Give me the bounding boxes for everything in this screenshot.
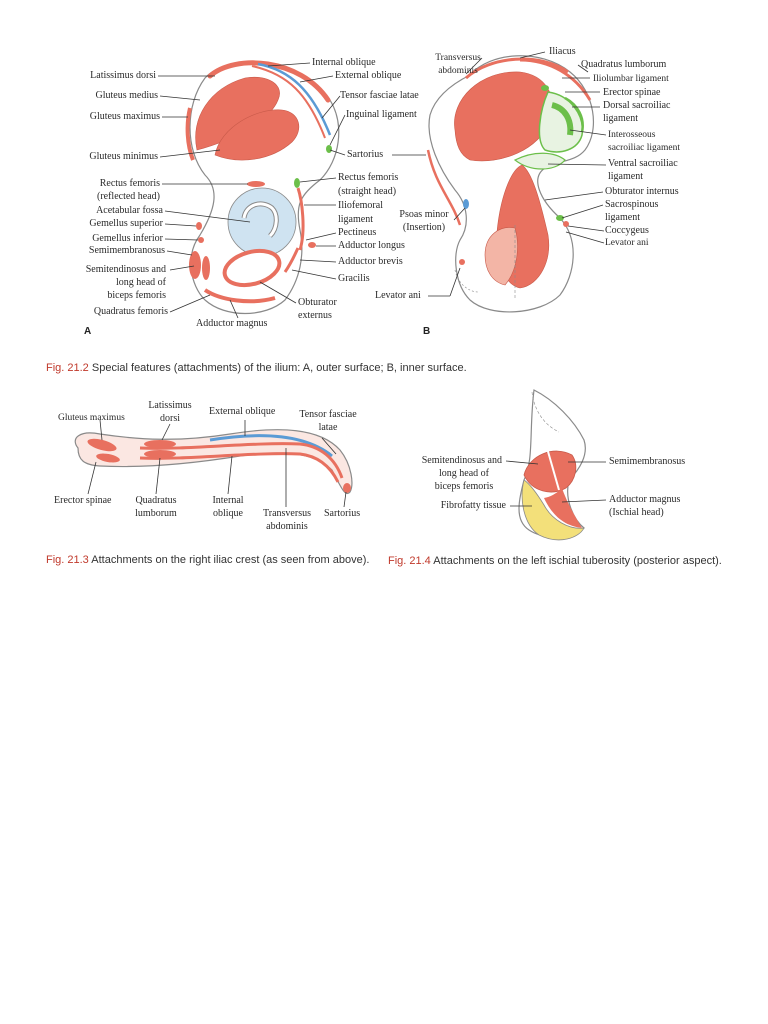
iliac-crest-from-above xyxy=(74,429,353,494)
label-iliolumbar-ligament: Iliolumbar ligament xyxy=(593,74,669,84)
label-external-oblique: External oblique xyxy=(335,70,402,81)
label-ventral-sacroiliac: Ventral sacroiliac xyxy=(608,158,678,169)
figure-21-2-drawing xyxy=(158,51,607,319)
label-adductor-longus: Adductor longus xyxy=(338,240,405,251)
ischial-tuberosity xyxy=(518,389,586,541)
label-gluteus-minimus: Gluteus minimus xyxy=(89,151,158,162)
label-interosseous: Interosseous xyxy=(608,130,656,140)
label-isch-semimembranosus: Semimembranosus xyxy=(609,456,686,467)
hip-bone-outer-surface xyxy=(185,60,340,315)
label-crest-transversus-abdominis: abdominis xyxy=(266,521,308,532)
figure-21-4: Semitendinosus and long head of biceps f… xyxy=(384,380,768,590)
label-crest-erector-spinae: Erector spinae xyxy=(54,495,112,506)
label-erector-spinae-b: Erector spinae xyxy=(603,87,661,98)
caption-fig-21-3-number: Fig. 21.3 xyxy=(46,554,89,566)
figure-21-2: Latissimus dorsi Gluteus medius Gluteus … xyxy=(0,0,768,380)
label-psoas-minor-insertion: (Insertion) xyxy=(402,222,446,233)
label-crest-quadratus-lumborum: lumborum xyxy=(135,508,177,519)
caption-fig-21-2-text: Special features (attachments) of the il… xyxy=(91,362,467,374)
figure-21-3-drawing xyxy=(74,419,353,508)
hip-bone-inner-surface xyxy=(426,55,594,313)
label-acetabular-fossa: Acetabular fossa xyxy=(96,205,163,216)
label-crest-latissimus: Latissimus xyxy=(148,400,192,411)
label-levator-ani-right: Levator ani xyxy=(605,238,649,248)
label-crest-internal: Internal xyxy=(212,495,244,506)
label-sacrospinous-ligament: ligament xyxy=(605,212,640,223)
figure-21-3: Gluteus maximus Latissimus dorsi Externa… xyxy=(0,390,384,590)
label-crest-transversus: Transversus xyxy=(263,508,311,519)
panel-a-left-leaders xyxy=(158,75,251,319)
label-isch-biceps-femoris: biceps femoris xyxy=(434,481,494,492)
label-crest-sartorius: Sartorius xyxy=(324,508,361,519)
figure-21-4-leaders xyxy=(505,460,607,507)
label-isch-fibrofatty: Fibrofatty tissue xyxy=(440,500,506,511)
caption-fig-21-4-text: Attachments on the left ischial tuberosi… xyxy=(433,555,722,567)
label-crest-latissimus-dorsi: dorsi xyxy=(160,413,180,424)
label-quadratus-lumborum-b: Quadratus lumborum xyxy=(581,59,667,70)
panel-letter-b: B xyxy=(423,326,431,337)
label-isch-adductor-magnus: Adductor magnus xyxy=(609,494,681,505)
label-isch-semitendinosus: Semitendinosus and xyxy=(421,455,502,466)
label-crest-tensor: Tensor fasciae xyxy=(299,409,357,420)
label-inguinal-ligament: Inguinal ligament xyxy=(346,109,417,120)
label-sacrospinous: Sacrospinous xyxy=(605,199,659,210)
label-dorsal-sacroiliac-ligament: ligament xyxy=(603,113,638,124)
label-pectineus: Pectineus xyxy=(338,227,377,238)
label-iliofemoral-ligament: ligament xyxy=(338,214,373,225)
label-sartorius-a: Sartorius xyxy=(347,149,384,160)
label-coccygeus: Coccygeus xyxy=(605,225,649,236)
panel-a-right-leaders xyxy=(259,62,346,304)
label-rectus-femoris-straight: Rectus femoris xyxy=(338,172,399,183)
caption-fig-21-4-number: Fig. 21.4 xyxy=(388,555,431,567)
label-gluteus-maximus: Gluteus maximus xyxy=(89,111,160,122)
label-gemellus-superior: Gemellus superior xyxy=(89,218,163,229)
label-crest-internal-oblique: oblique xyxy=(213,508,243,519)
label-internal-oblique: Internal oblique xyxy=(312,57,376,68)
figure-21-4-drawing xyxy=(505,389,607,541)
label-isch-long-head: long head of xyxy=(439,468,489,479)
label-crest-external-oblique: External oblique xyxy=(209,406,276,417)
caption-fig-21-2: Fig. 21.2 Special features (attachments)… xyxy=(46,361,726,376)
caption-fig-21-3-text: Attachments on the right iliac crest (as… xyxy=(91,554,370,566)
label-dorsal-sacroiliac: Dorsal sacroiliac xyxy=(603,100,671,111)
label-crest-gluteus-maximus: Gluteus maximus xyxy=(58,413,125,423)
label-rectus-reflected-head: (reflected head) xyxy=(96,191,160,202)
label-iliacus: Iliacus xyxy=(549,46,576,57)
label-semimembranosus: Semimembranosus xyxy=(88,245,165,256)
caption-fig-21-4: Fig. 21.4 Attachments on the left ischia… xyxy=(388,554,728,569)
label-obturator-internus: Obturator internus xyxy=(605,186,679,197)
label-gemellus-inferior: Gemellus inferior xyxy=(92,233,163,244)
caption-fig-21-3: Fig. 21.3 Attachments on the right iliac… xyxy=(46,553,378,568)
label-iliofemoral: Iliofemoral xyxy=(338,200,383,211)
label-semitendinosus-long-head: long head of xyxy=(116,277,166,288)
label-tensor-fasciae-latae: Tensor fasciae latae xyxy=(340,90,419,101)
label-quadratus-femoris: Quadratus femoris xyxy=(93,306,168,317)
label-gracilis: Gracilis xyxy=(338,273,370,284)
label-interosseous-ligament: sacroiliac ligament xyxy=(608,143,681,153)
label-obturator-externus-2: externus xyxy=(298,310,332,321)
label-gluteus-medius: Gluteus medius xyxy=(95,90,159,101)
label-psoas-minor: Psoas minor xyxy=(399,209,449,220)
panel-b-leaders xyxy=(392,51,607,297)
label-transversus-abdominis-b2: abdominis xyxy=(438,66,478,76)
label-semitendinosus: Semitendinosus and xyxy=(85,264,166,275)
label-ventral-sacroiliac-ligament: ligament xyxy=(608,171,643,182)
label-rectus-femoris-reflected: Rectus femoris xyxy=(99,178,160,189)
label-rectus-straight-head: (straight head) xyxy=(338,186,397,197)
caption-fig-21-2-number: Fig. 21.2 xyxy=(46,362,89,374)
label-semitendinosus-biceps: biceps femoris xyxy=(107,290,166,301)
label-adductor-brevis: Adductor brevis xyxy=(338,256,403,267)
panel-letter-a: A xyxy=(84,326,92,337)
figure-21-3-leaders xyxy=(87,419,347,508)
label-adductor-magnus: Adductor magnus xyxy=(196,318,268,329)
label-obturator-externus: Obturator xyxy=(298,297,337,308)
label-levator-ani-bottom: Levator ani xyxy=(375,290,421,301)
label-isch-ischial-head: (Ischial head) xyxy=(609,507,664,518)
label-latissimus-dorsi: Latissimus dorsi xyxy=(90,70,156,81)
label-crest-quadratus: Quadratus xyxy=(135,495,177,506)
label-transversus-abdominis-b: Transversus xyxy=(435,53,481,63)
label-crest-tensor-latae: latae xyxy=(318,422,338,433)
